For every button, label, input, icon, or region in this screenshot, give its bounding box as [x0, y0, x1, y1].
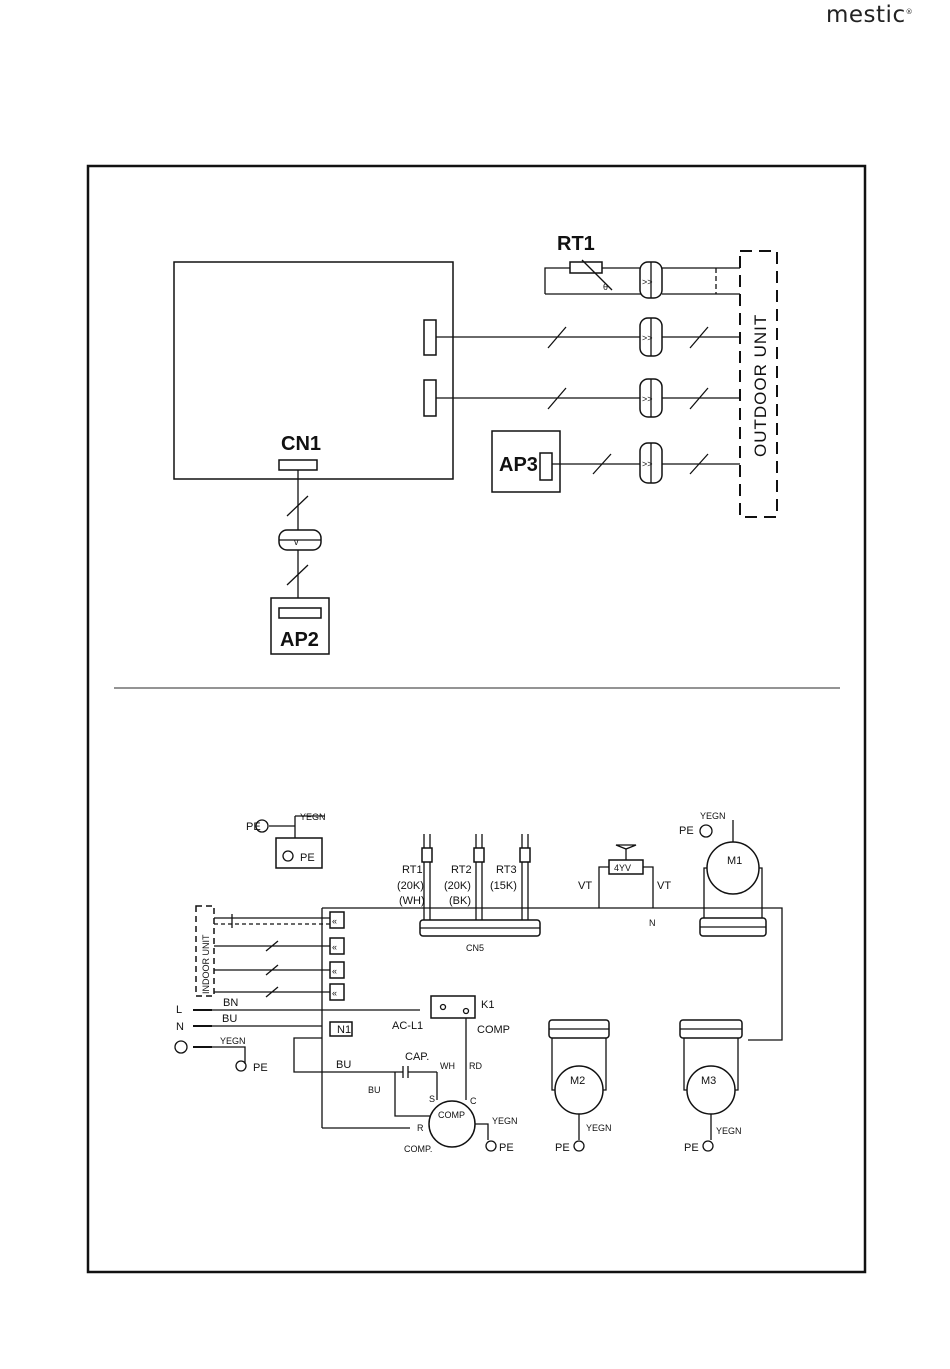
acl1-label: AC-L1	[392, 1020, 423, 1032]
m1-motor	[700, 820, 766, 936]
l-label: L	[176, 1004, 182, 1016]
m1-label: M1	[727, 855, 742, 867]
comp-dot-label: COMP.	[404, 1144, 432, 1154]
pe-label-top: PE	[246, 821, 261, 833]
vt-label-2: VT	[657, 880, 671, 892]
m2-label: M2	[570, 1075, 585, 1087]
pe-terminal-box	[276, 838, 322, 868]
k1-label: K1	[481, 999, 494, 1011]
n-supply-label: N	[176, 1021, 184, 1033]
bu-label-1: BU	[222, 1013, 237, 1025]
n-label: N	[649, 918, 656, 928]
m2-pe-label: PE	[555, 1142, 570, 1154]
terminal-block: « « « «	[330, 912, 344, 1000]
k1-relay	[431, 996, 475, 1018]
top-diagram: CN1 RT1 θ >> >> >>	[174, 233, 777, 654]
vt-label-1: VT	[578, 880, 592, 892]
yegn-label-top: YEGN	[300, 812, 326, 822]
rt3-sensor	[520, 834, 530, 920]
outdoor-unit-label: OUTDOOR UNIT	[751, 314, 770, 457]
bu-label-3: BU	[368, 1085, 381, 1095]
rt2-value: (20K)	[444, 880, 471, 892]
wh-label: WH	[440, 1061, 455, 1071]
m3-label: M3	[701, 1075, 716, 1087]
svg-text:>>: >>	[642, 394, 653, 404]
comp-yegn-label: YEGN	[492, 1116, 518, 1126]
comp-relay-label: COMP	[477, 1024, 510, 1036]
4yv-label: 4YV	[614, 863, 631, 873]
rt1-label-bottom: RT1	[402, 864, 423, 876]
ap2-label: AP2	[280, 629, 319, 651]
rt2-color: (BK)	[449, 895, 471, 907]
cn1-connector	[279, 460, 317, 470]
rt3-value: (15K)	[490, 880, 517, 892]
rt2-sensor	[474, 834, 484, 920]
svg-text:«: «	[332, 942, 337, 952]
rt2-label: RT2	[451, 864, 472, 876]
earth-icon	[175, 1041, 187, 1053]
comp-label: COMP	[438, 1110, 465, 1120]
ap3-label: AP3	[499, 454, 538, 476]
svg-text:«: «	[332, 966, 337, 976]
rt1-value: (20K)	[397, 880, 424, 892]
board-connector-1	[424, 320, 436, 355]
bu-label-2: BU	[336, 1059, 351, 1071]
rt1-sensor	[422, 834, 432, 920]
capacitor	[395, 1066, 437, 1116]
rt1-label: RT1	[557, 233, 595, 255]
wire-connector-4: >>	[640, 443, 662, 483]
yegn-supply-label: YEGN	[220, 1036, 246, 1046]
cn5-label: CN5	[466, 943, 484, 953]
board-connector-2	[424, 380, 436, 416]
c-label: C	[470, 1096, 477, 1106]
pe-supply-label: PE	[253, 1062, 268, 1074]
m3-yegn-label: YEGN	[716, 1126, 742, 1136]
m1-yegn-label: YEGN	[700, 811, 726, 821]
rd-label: RD	[469, 1061, 482, 1071]
m3-pe-label: PE	[684, 1142, 699, 1154]
wire-connector-2: >>	[640, 318, 662, 356]
r-label: R	[417, 1123, 424, 1133]
svg-text:θ: θ	[603, 282, 608, 292]
bottom-diagram: YEGN PE PE INDOOR UNIT « « «	[175, 811, 782, 1154]
rt1-color: (WH)	[399, 895, 425, 907]
wire-connector-1: >>	[640, 262, 662, 298]
svg-text:>>: >>	[642, 459, 653, 469]
svg-text:«: «	[332, 916, 337, 926]
svg-text:>>: >>	[642, 333, 653, 343]
compressor	[429, 1101, 475, 1147]
m2-yegn-label: YEGN	[586, 1123, 612, 1133]
cap-label: CAP.	[405, 1051, 429, 1063]
rt3-label: RT3	[496, 864, 517, 876]
cn1-label: CN1	[281, 433, 321, 455]
comp-pe-label: PE	[499, 1142, 514, 1154]
s-label: S	[429, 1094, 435, 1104]
svg-text:v: v	[294, 537, 299, 547]
n1-label: N1	[337, 1024, 351, 1036]
bn-label: BN	[223, 997, 238, 1009]
4yv-valve	[599, 845, 653, 908]
wire-connector-3: >>	[640, 379, 662, 417]
wire-connector-5: v	[279, 530, 321, 550]
indoor-unit-label: INDOOR UNIT	[201, 934, 211, 994]
svg-text:«: «	[332, 988, 337, 998]
m1-pe-label: PE	[679, 825, 694, 837]
svg-text:>>: >>	[642, 277, 653, 287]
pe-box-label: PE	[300, 852, 315, 864]
